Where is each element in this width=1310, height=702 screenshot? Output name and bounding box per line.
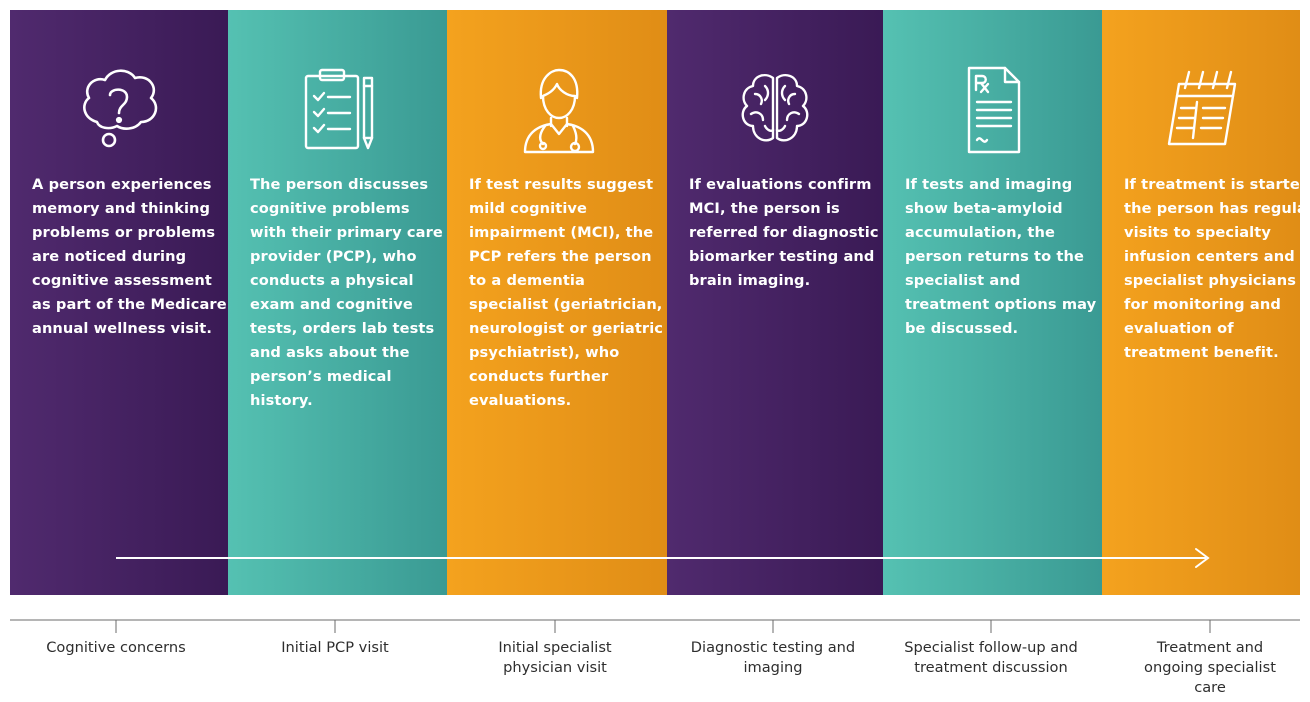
brain-icon (725, 60, 825, 160)
question-bubble-icon (69, 60, 169, 160)
stage-label: Initial specialist physician visit (498, 639, 612, 676)
stage-panel-treatment: If treatment is started, the person has … (1102, 10, 1310, 595)
panel-description: A person experiences memory and thinking… (32, 176, 227, 337)
stage-label: Cognitive concerns (46, 639, 186, 656)
stage-label: Specialist follow-up and treatment discu… (904, 639, 1078, 676)
doctor-icon (507, 60, 607, 160)
panel-description: If tests and imaging show beta-amyloid a… (905, 176, 1097, 337)
stage-panel-diagnostic-testing: If evaluations confirm MCI, the person i… (667, 10, 883, 595)
panel-description: If test results suggest mild cognitive i… (469, 176, 664, 409)
stage-label: Initial PCP visit (281, 639, 389, 656)
stage-panel-initial-specialist-visit: If test results suggest mild cognitive i… (447, 10, 667, 595)
panel-description: If evaluations confirm MCI, the person i… (689, 176, 879, 289)
panel-description: The person discusses cognitive problems … (250, 176, 443, 409)
clipboard-checklist-icon (288, 60, 388, 160)
stage-label: Diagnostic testing and imaging (690, 639, 856, 676)
stage-panel-specialist-follow-up: If tests and imaging show beta-amyloid a… (883, 10, 1102, 595)
panel-description: If treatment is started, the person has … (1124, 176, 1310, 361)
stage-panel-initial-pcp-visit: The person discusses cognitive problems … (228, 10, 447, 595)
prescription-icon (943, 60, 1043, 160)
stage-panel-cognitive-concerns: A person experiences memory and thinking… (10, 10, 228, 595)
calendar-icon (1151, 60, 1251, 160)
stage-label: Treatment and ongoing specialist care (1144, 639, 1276, 696)
